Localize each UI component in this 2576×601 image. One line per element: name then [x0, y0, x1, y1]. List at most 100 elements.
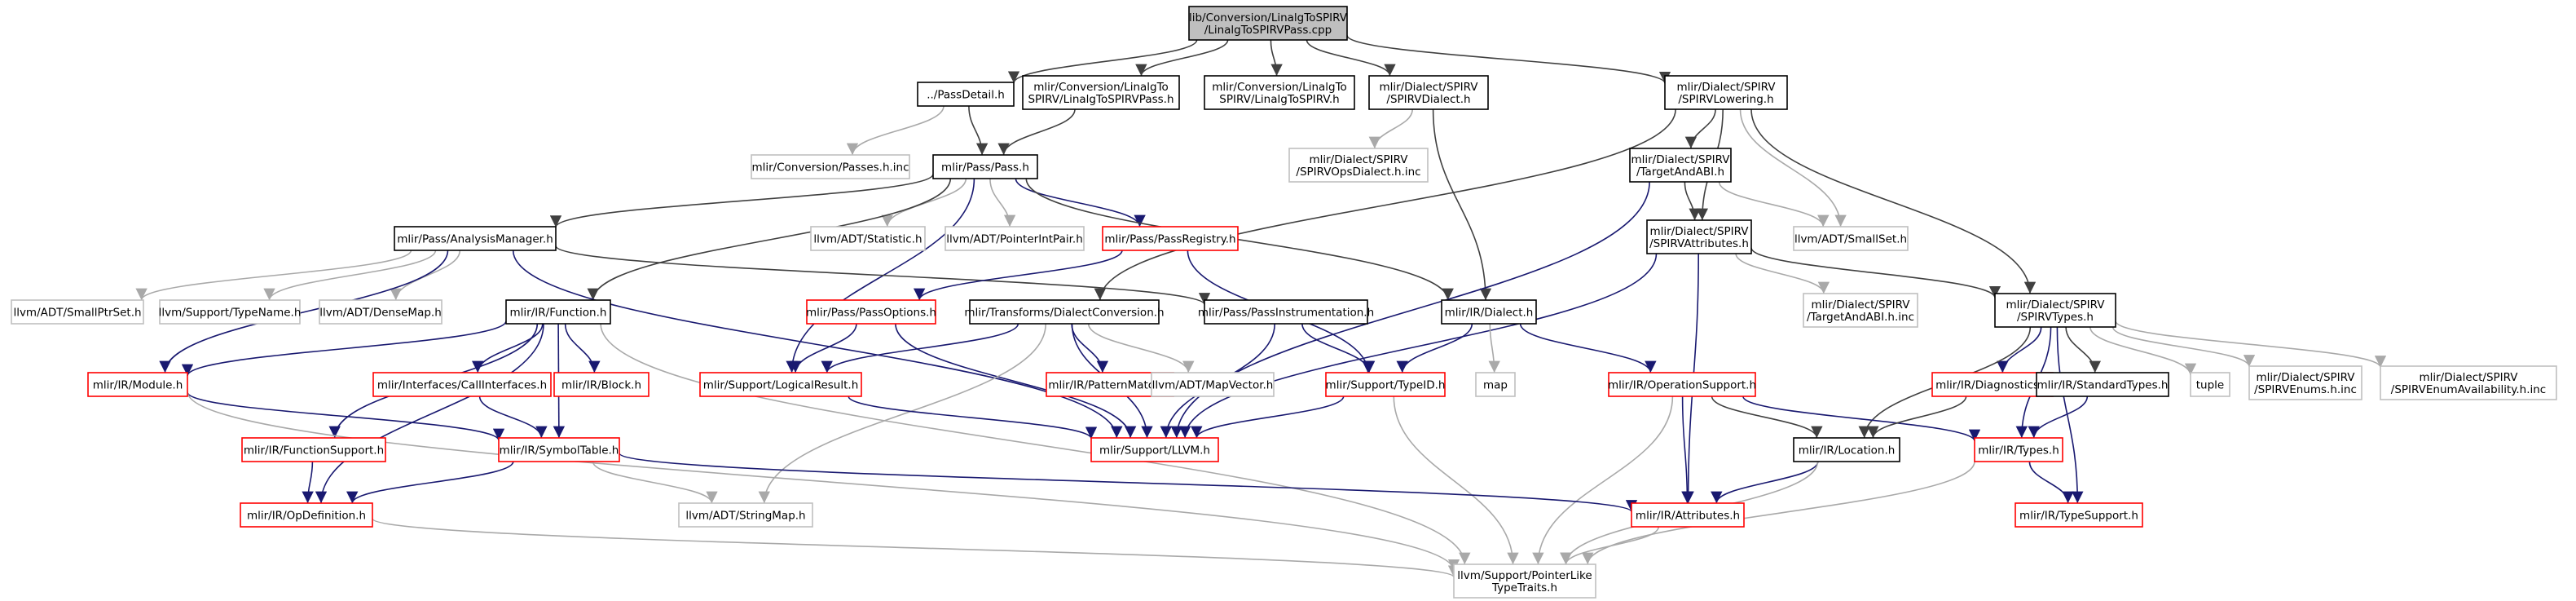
node-functionsupport[interactable]: mlir/IR/FunctionSupport.h [241, 437, 386, 462]
edge-spirvattributes-to-llvm [1178, 253, 1658, 439]
node-functionsupport-box [241, 437, 386, 462]
node-callinterfaces[interactable]: mlir/Interfaces/CallInterfaces.h [372, 372, 552, 397]
node-linalgspirvpass-label-0: mlir/Conversion/LinalgTo [1033, 81, 1169, 94]
node-function[interactable]: mlir/IR/Function.h [505, 299, 611, 325]
node-statistic: llvm/ADT/Statistic.h [810, 226, 926, 251]
edge-pass-to-pointerintpair [989, 178, 1016, 228]
node-standardtypes[interactable]: mlir/IR/StandardTypes.h [2036, 372, 2169, 397]
node-opdefinition-label-0: mlir/IR/OpDefinition.h [247, 510, 366, 523]
node-spirvattributes[interactable]: mlir/Dialect/SPIRV/SPIRVAttributes.h [1646, 219, 1752, 254]
node-typesupport-box [2015, 502, 2143, 528]
node-smallset-label-0: llvm/ADT/SmallSet.h [1794, 233, 1907, 246]
node-typesupport-label-0: mlir/IR/TypeSupport.h [2019, 510, 2138, 523]
node-logicalresult-box [699, 372, 862, 397]
edge-analysismgr-to-typename [263, 250, 437, 301]
node-opdefinition[interactable]: mlir/IR/OpDefinition.h [240, 502, 373, 528]
node-function-label-0: mlir/IR/Function.h [510, 307, 607, 320]
node-passesinc: mlir/Conversion/Passes.h.inc [751, 154, 910, 179]
node-passinstrumentation[interactable]: mlir/Pass/PassInstrumentation.h [1198, 299, 1374, 325]
node-densemap-label-0: llvm/ADT/DenseMap.h [319, 307, 442, 320]
edge-pass-to-analysismgr [550, 174, 934, 228]
edge-dialectconversion-to-stringmap [758, 323, 1046, 504]
node-module[interactable]: mlir/IR/Module.h [87, 372, 188, 397]
node-diagnostics-box [1931, 372, 2054, 397]
node-targetandabi-label-0: mlir/Dialect/SPIRV [1631, 153, 1730, 166]
edge-module-to-symboltable [187, 391, 504, 441]
node-spirvdialect[interactable]: mlir/Dialect/SPIRV/SPIRVDialect.h [1368, 75, 1489, 110]
edge-functionsupport-to-opdefinition [302, 461, 314, 504]
node-linalgspirv[interactable]: mlir/Conversion/LinalgToSPIRV/LinalgToSP… [1204, 75, 1355, 110]
edge-root-to-spirvlowering [1346, 34, 1671, 84]
node-passinstrumentation-label-0: mlir/Pass/PassInstrumentation.h [1198, 307, 1374, 320]
node-tuple-label-0: tuple [2196, 379, 2224, 392]
node-block-label-0: mlir/IR/Block.h [561, 379, 641, 392]
node-llvm-label-0: mlir/Support/LLVM.h [1099, 444, 1210, 457]
node-spirvtypes[interactable]: mlir/Dialect/SPIRV/SPIRVTypes.h [1994, 293, 2116, 328]
edge-spirvattributes-to-targetabiinc [1735, 253, 1830, 294]
node-targetabiinc-box [1803, 293, 1918, 328]
node-spirvenumavail-label-0: mlir/Dialect/SPIRV [2419, 371, 2518, 384]
node-linalgspirvpass-box [1022, 75, 1180, 110]
node-analysismgr[interactable]: mlir/Pass/AnalysisManager.h [394, 226, 557, 251]
node-block-box [553, 372, 650, 397]
edge-spirvlowering-to-targetandabi [1684, 108, 1716, 149]
node-location[interactable]: mlir/IR/Location.h [1793, 437, 1900, 462]
node-opsupport[interactable]: mlir/IR/OperationSupport.h [1608, 372, 1756, 397]
node-diagnostics[interactable]: mlir/IR/Diagnostics.h [1931, 372, 2054, 397]
node-patternmatch-label-0: mlir/IR/PatternMatch.h [1048, 379, 1171, 392]
node-targetandabi-box [1629, 148, 1732, 183]
node-typename-box [159, 299, 301, 325]
edge-dialectconversion-to-mapvector [1087, 323, 1195, 373]
node-passesinc-box [751, 154, 910, 179]
edge-spirvtypes-to-tuple [2089, 326, 2197, 376]
edge-analysismgr-to-passinstrumentation [555, 245, 1210, 306]
node-typename-label-0: llvm/Support/TypeName.h [159, 307, 302, 320]
node-logicalresult-label-0: mlir/Support/LogicalResult.h [703, 379, 859, 392]
node-linalgspirv-label-1: SPIRV/LinalgToSPIRV.h [1219, 93, 1339, 106]
node-dialect[interactable]: mlir/IR/Dialect.h [1441, 299, 1537, 325]
node-typeid-box [1325, 372, 1446, 397]
node-linalgspirvpass[interactable]: mlir/Conversion/LinalgToSPIRV/LinalgToSP… [1022, 75, 1180, 110]
node-typesupport[interactable]: mlir/IR/TypeSupport.h [2015, 502, 2143, 528]
node-dialectconversion-label-0: mlir/Transforms/DialectConversion.h [964, 307, 1164, 320]
node-passoptions[interactable]: mlir/Pass/PassOptions.h [806, 299, 936, 325]
node-pointerintpair-box [945, 226, 1085, 251]
edge-module-to-pointerlike [187, 391, 1460, 572]
edge-root-to-linalgspirv [1270, 39, 1283, 77]
node-densemap: llvm/ADT/DenseMap.h [319, 299, 443, 325]
node-dialectconversion[interactable]: mlir/Transforms/DialectConversion.h [964, 299, 1165, 325]
node-llvm-box [1090, 437, 1219, 462]
node-passinstrumentation-box [1204, 299, 1368, 325]
node-llvm[interactable]: mlir/Support/LLVM.h [1090, 437, 1219, 462]
node-spirvattributes-label-1: /SPIRVAttributes.h [1649, 237, 1749, 250]
node-targetandabi[interactable]: mlir/Dialect/SPIRV/TargetAndABI.h [1629, 148, 1732, 183]
node-spirvlowering[interactable]: mlir/Dialect/SPIRV/SPIRVLowering.h [1664, 75, 1788, 110]
edge-passdetail-to-pass [968, 105, 989, 156]
edge-analysismgr-to-module [159, 250, 449, 373]
node-passdetail-label-0: ../PassDetail.h [927, 89, 1005, 102]
node-stringmap: llvm/ADT/StringMap.h [678, 502, 813, 528]
node-logicalresult[interactable]: mlir/Support/LogicalResult.h [699, 372, 862, 397]
node-pointerintpair: llvm/ADT/PointerIntPair.h [945, 226, 1085, 251]
node-passdetail[interactable]: ../PassDetail.h [917, 82, 1015, 107]
node-typeid[interactable]: mlir/Support/TypeID.h [1325, 372, 1446, 397]
node-pass[interactable]: mlir/Pass/Pass.h [932, 154, 1038, 179]
node-dialectconversion-box [969, 299, 1160, 325]
edge-targetandabi-to-spirvattributes [1684, 181, 1701, 221]
edge-spirvdialect-to-spirvopsdialect [1368, 108, 1413, 149]
node-root[interactable]: lib/Conversion/LinalgToSPIRV/LinalgToSPI… [1188, 6, 1348, 41]
node-smallptrset-label-0: llvm/ADT/SmallPtrSet.h [13, 307, 141, 320]
edge-spirvdialect-to-dialect [1432, 108, 1492, 301]
node-passdetail-box [917, 82, 1015, 107]
node-types[interactable]: mlir/IR/Types.h [1974, 437, 2063, 462]
node-block[interactable]: mlir/IR/Block.h [553, 372, 650, 397]
node-typename: llvm/Support/TypeName.h [159, 299, 302, 325]
node-symboltable[interactable]: mlir/IR/SymbolTable.h [498, 437, 620, 462]
edge-passregistry-to-passoptions [914, 250, 1123, 301]
node-spirvdialect-label-1: /SPIRVDialect.h [1386, 93, 1470, 106]
node-attributes[interactable]: mlir/IR/Attributes.h [1631, 502, 1745, 528]
node-spirvenums-label-0: mlir/Dialect/SPIRV [2256, 371, 2355, 384]
edge-spirvattributes-to-spirvtypes [1750, 247, 2001, 298]
node-smallptrset-box [11, 299, 144, 325]
node-passregistry[interactable]: mlir/Pass/PassRegistry.h [1102, 226, 1239, 251]
